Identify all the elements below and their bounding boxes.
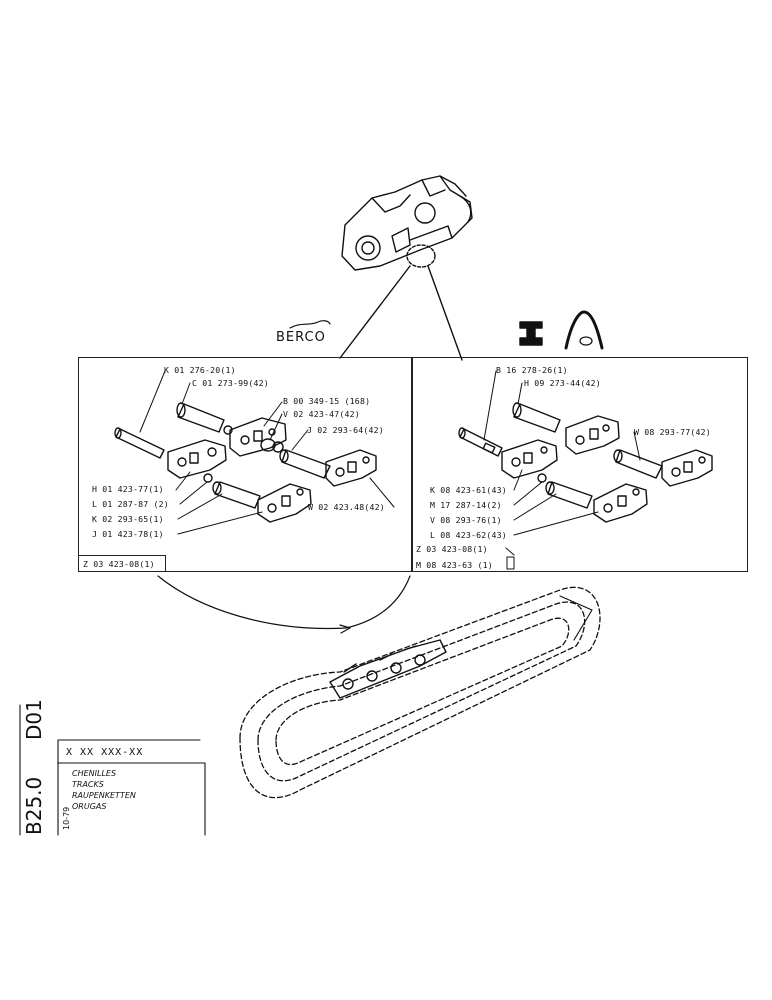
- logo-mark-i: [519, 321, 543, 346]
- part-label-j02293: J 02 293-64(42): [307, 425, 384, 435]
- title-name-es: ORUGAS: [72, 802, 107, 811]
- left-footer-label: Z 03 423-08(1): [83, 559, 155, 569]
- part-label-k02293: K 02 293-65(1): [92, 514, 164, 524]
- part-label-b16278: B 16 278-26(1): [496, 365, 568, 375]
- title-name-fr: CHENILLES: [72, 769, 117, 778]
- brand-berco-logo: BERCO: [276, 330, 326, 345]
- part-label-w08293: W 08 293-77(42): [634, 427, 711, 437]
- title-names: CHENILLES TRACKS RAUPENKETTEN ORUGAS: [72, 768, 136, 812]
- right-footer-label-m08423: M 08 423-63 (1): [416, 560, 493, 570]
- part-label-m17287: M 17 287-14(2): [430, 500, 502, 510]
- date-label: 10-79: [62, 806, 71, 830]
- title-name-en: TRACKS: [72, 780, 104, 789]
- side-code-d01: D01: [22, 699, 46, 740]
- part-label-j01423: J 01 423-78(1): [92, 529, 164, 539]
- track-chain-segment: [329, 639, 447, 699]
- right-footer-label-z03423: Z 03 423-08(1): [416, 544, 488, 554]
- part-label-w02423: W 02 423.48(42): [308, 502, 385, 512]
- part-label-l01287: L 01 287-87 (2): [92, 499, 169, 509]
- title-name-de: RAUPENKETTEN: [72, 791, 136, 800]
- part-label-k08423: K 08 423-61(43): [430, 485, 507, 495]
- track-section-illustration: [341, 175, 473, 271]
- part-label-b00349: B 00 349-15 (168): [283, 396, 371, 406]
- side-code-b25: B25.0: [22, 776, 46, 835]
- title-code: X XX XXX-XX: [66, 747, 144, 758]
- part-label-v08293: V 08 293-76(1): [430, 515, 502, 525]
- left-parts-panel: [78, 357, 412, 572]
- part-label-h09273: H 09 273-44(42): [524, 378, 601, 388]
- part-label-c01273: C 01 273-99(42): [192, 378, 269, 388]
- track-loop-illustration: [239, 586, 601, 799]
- part-label-h01423: H 01 423-77(1): [92, 484, 164, 494]
- left-footer-box: [78, 555, 166, 572]
- part-label-l08423: L 08 423-62(43): [430, 530, 507, 540]
- logo-mark-triangle: [564, 310, 604, 350]
- part-label-v02423: V 02 423-47(42): [283, 409, 360, 419]
- right-parts-panel: [412, 357, 748, 572]
- part-label-k01276: K 01 276-20(1): [164, 365, 236, 375]
